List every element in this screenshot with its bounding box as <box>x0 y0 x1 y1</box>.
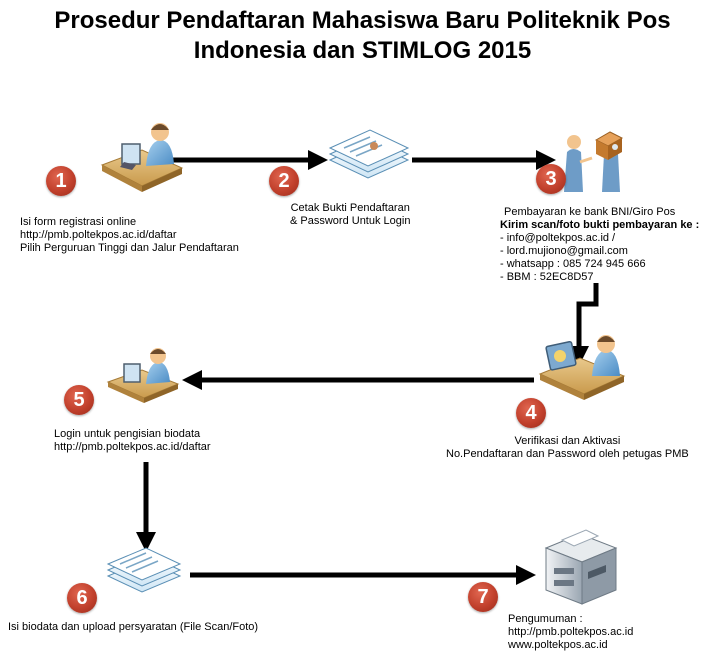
document-stack-icon <box>106 547 182 593</box>
step-7-label: Pengumuman : http://pmb.poltekpos.ac.id … <box>508 613 633 652</box>
step-7-line: Pengumuman : <box>508 613 583 625</box>
person-at-computer-icon <box>100 123 184 192</box>
page-title-line2: Indonesia dan STIMLOG 2015 <box>193 37 532 64</box>
step-1-line: Pilih Perguruan Tinggi dan Jalur Pendaft… <box>20 242 239 254</box>
step-5-label: Login untuk pengisian biodata http://pmb… <box>54 428 211 454</box>
step-6-line: Isi biodata dan upload persyaratan (File… <box>8 621 259 633</box>
step-6-label: Isi biodata dan upload persyaratan (File… <box>8 621 258 634</box>
page-title-line1: Prosedur Pendaftaran Mahasiswa Baru Poli… <box>54 7 671 34</box>
person-at-computer-icon <box>106 348 180 403</box>
step-3-bold-instruction: Kirim scan/foto bukti pembayaran ke : <box>500 219 700 231</box>
printed-documents-icon <box>328 129 410 179</box>
step-3-line: Pembayaran ke bank BNI/Giro Pos <box>504 206 676 218</box>
step-2-label: Cetak Bukti Pendaftaran & Password Untuk… <box>290 202 410 228</box>
step-1-label: Isi form registrasi online http://pmb.po… <box>20 216 239 255</box>
step-1-line: Isi form registrasi online <box>20 216 137 228</box>
step-5-url: http://pmb.poltekpos.ac.id/daftar <box>54 441 211 453</box>
step-3-contact: - whatsapp : 085 724 945 666 <box>500 258 646 270</box>
step-2-line: & Password Untuk Login <box>290 215 411 227</box>
step-4-label: Verifikasi dan Aktivasi No.Pendaftaran d… <box>446 435 689 461</box>
step-6-badge: 6 <box>67 583 97 613</box>
step-3-badge: 3 <box>536 164 566 194</box>
step-4-line: Verifikasi dan Aktivasi <box>514 435 621 447</box>
step-1-url: http://pmb.poltekpos.ac.id/daftar <box>20 229 177 241</box>
step-4-badge: 4 <box>516 398 546 428</box>
announcement-printer-icon <box>544 529 618 605</box>
arrow-3-to-4 <box>569 283 599 366</box>
step-7-url: http://pmb.poltekpos.ac.id <box>508 626 634 638</box>
step-2-badge: 2 <box>269 166 299 196</box>
step-3-contact: - lord.mujiono@gmail.com <box>500 245 628 257</box>
step-2-line: Cetak Bukti Pendaftaran <box>290 202 410 214</box>
step-4-line: No.Pendaftaran dan Password oleh petugas… <box>446 448 689 460</box>
step-3-label: Pembayaran ke bank BNI/Giro Pos Kirim sc… <box>500 206 699 284</box>
step-7-url: www.poltekpos.ac.id <box>508 639 608 651</box>
step-5-badge: 5 <box>64 385 94 415</box>
payment-handover-icon <box>564 131 624 192</box>
step-3-contact: - info@poltekpos.ac.id / <box>500 232 616 244</box>
step-1-badge: 1 <box>46 166 76 196</box>
step-7-badge: 7 <box>468 582 498 612</box>
step-3-contact: - BBM : 52EC8D57 <box>500 271 594 283</box>
step-5-line: Login untuk pengisian biodata <box>54 428 201 440</box>
verification-desk-icon <box>538 335 626 400</box>
